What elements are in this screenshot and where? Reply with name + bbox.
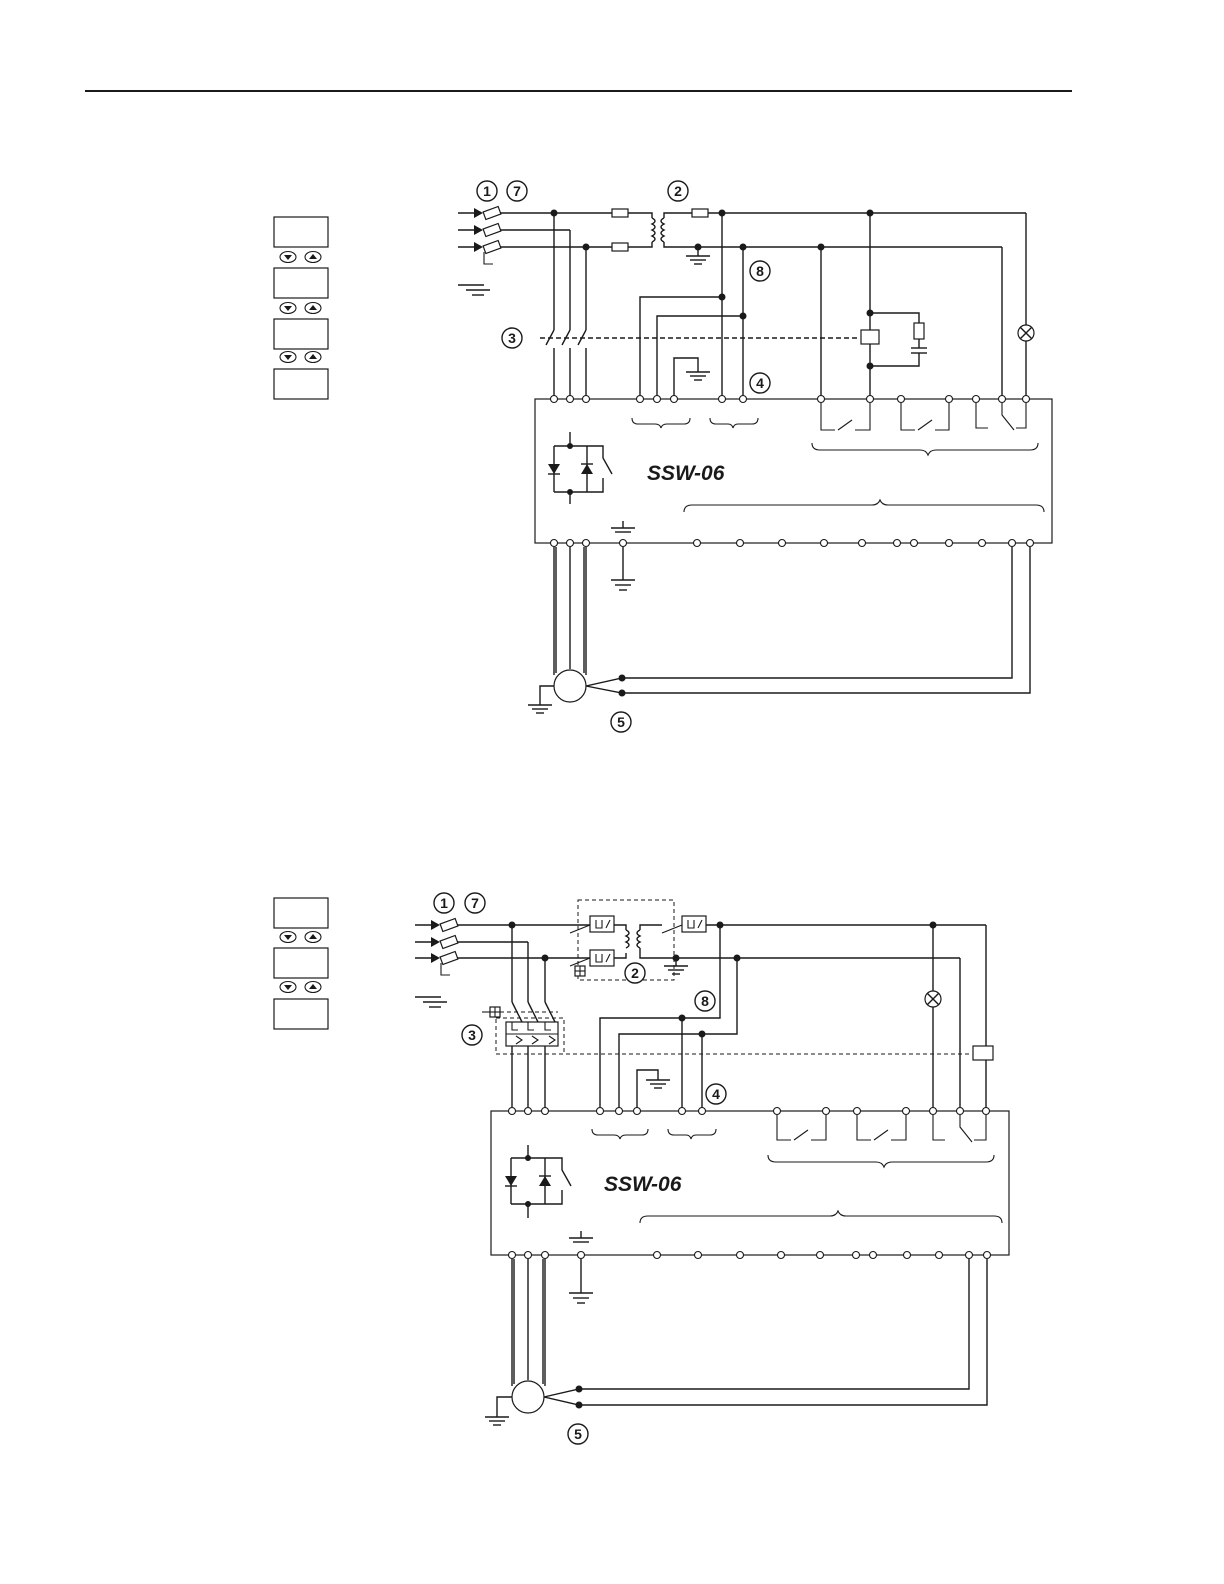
svg-text:4: 4	[756, 375, 764, 391]
motor-icon	[554, 670, 586, 702]
resistor-icon	[914, 323, 924, 339]
transformer-coil	[626, 930, 629, 948]
svg-text:8: 8	[701, 993, 709, 1009]
menu-step-box	[274, 999, 328, 1029]
transformer-coil	[661, 218, 664, 242]
svg-text:5: 5	[617, 714, 625, 730]
menu-step-box	[274, 898, 328, 928]
device-label: SSW-06	[647, 462, 725, 485]
menu-step-box	[274, 217, 328, 247]
callout-4: 4	[750, 373, 770, 393]
contactor-coil	[861, 330, 879, 344]
callout-3: 3	[502, 328, 522, 348]
transformer-coil	[637, 930, 640, 948]
svg-text:1: 1	[440, 895, 448, 911]
menu-flow-2	[274, 898, 328, 1029]
ground-icon	[664, 958, 688, 974]
ground-icon	[458, 285, 490, 295]
callout-8: 8	[695, 991, 715, 1011]
device-label: SSW-06	[604, 1173, 682, 1196]
ground-icon	[528, 705, 552, 713]
ground-icon	[686, 247, 710, 264]
diagram-1: SSW-06	[274, 181, 1052, 732]
ground-icon	[611, 580, 635, 590]
supply-input-1	[458, 207, 501, 295]
arrow-buttons	[280, 252, 321, 263]
svg-text:3: 3	[508, 330, 516, 346]
arrow-buttons	[280, 352, 321, 363]
svg-text:2: 2	[674, 183, 682, 199]
svg-text:7: 7	[471, 895, 479, 911]
fuse-icon	[440, 919, 458, 965]
ground-icon	[569, 1293, 593, 1303]
fuse-icon	[483, 207, 501, 254]
lamp-icon	[925, 991, 941, 1007]
svg-text:1: 1	[483, 183, 491, 199]
svg-text:2: 2	[631, 965, 639, 981]
menu-step-box	[274, 948, 328, 978]
callout-7: 7	[507, 181, 527, 201]
callout-1: 1	[434, 893, 454, 913]
callout-3: 3	[462, 1025, 482, 1045]
circuit-breaker-icon	[662, 916, 706, 933]
undervoltage-coil	[973, 1046, 993, 1060]
callout-5: 5	[568, 1424, 588, 1444]
menu-step-box	[274, 369, 328, 399]
callout-2: 2	[668, 181, 688, 201]
lamp-icon	[1018, 325, 1034, 341]
ground-icon	[415, 997, 447, 1007]
callout-8: 8	[750, 261, 770, 281]
callout-7: 7	[465, 893, 485, 913]
ground-icon	[686, 372, 710, 380]
svg-text:8: 8	[756, 263, 764, 279]
fuse-icon	[692, 209, 708, 217]
motor-icon	[512, 1381, 544, 1413]
supply-input-2	[415, 919, 458, 1007]
menu-step-box	[274, 268, 328, 298]
svg-text:4: 4	[712, 1086, 720, 1102]
arrow-buttons	[280, 982, 321, 993]
callout-4: 4	[706, 1084, 726, 1104]
menu-step-box	[274, 319, 328, 349]
callout-2: 2	[625, 963, 645, 983]
callout-5: 5	[611, 712, 631, 732]
fuse-icon	[612, 243, 628, 251]
ground-icon	[646, 1080, 670, 1088]
callout-1: 1	[477, 181, 497, 201]
ssw06-device-1	[535, 399, 1052, 543]
svg-text:3: 3	[468, 1027, 476, 1043]
transformer-coil	[652, 218, 655, 242]
main-contactor-1	[546, 330, 586, 398]
menu-flow-1	[274, 217, 328, 399]
ground-icon	[485, 1417, 509, 1425]
svg-text:7: 7	[513, 183, 521, 199]
motor-breaker-2	[482, 1002, 564, 1110]
svg-text:5: 5	[574, 1426, 582, 1442]
arrow-buttons	[280, 303, 321, 314]
arrow-buttons	[280, 932, 321, 943]
fuse-icon	[612, 209, 628, 217]
diagram-2: SSW-06	[274, 893, 1009, 1444]
